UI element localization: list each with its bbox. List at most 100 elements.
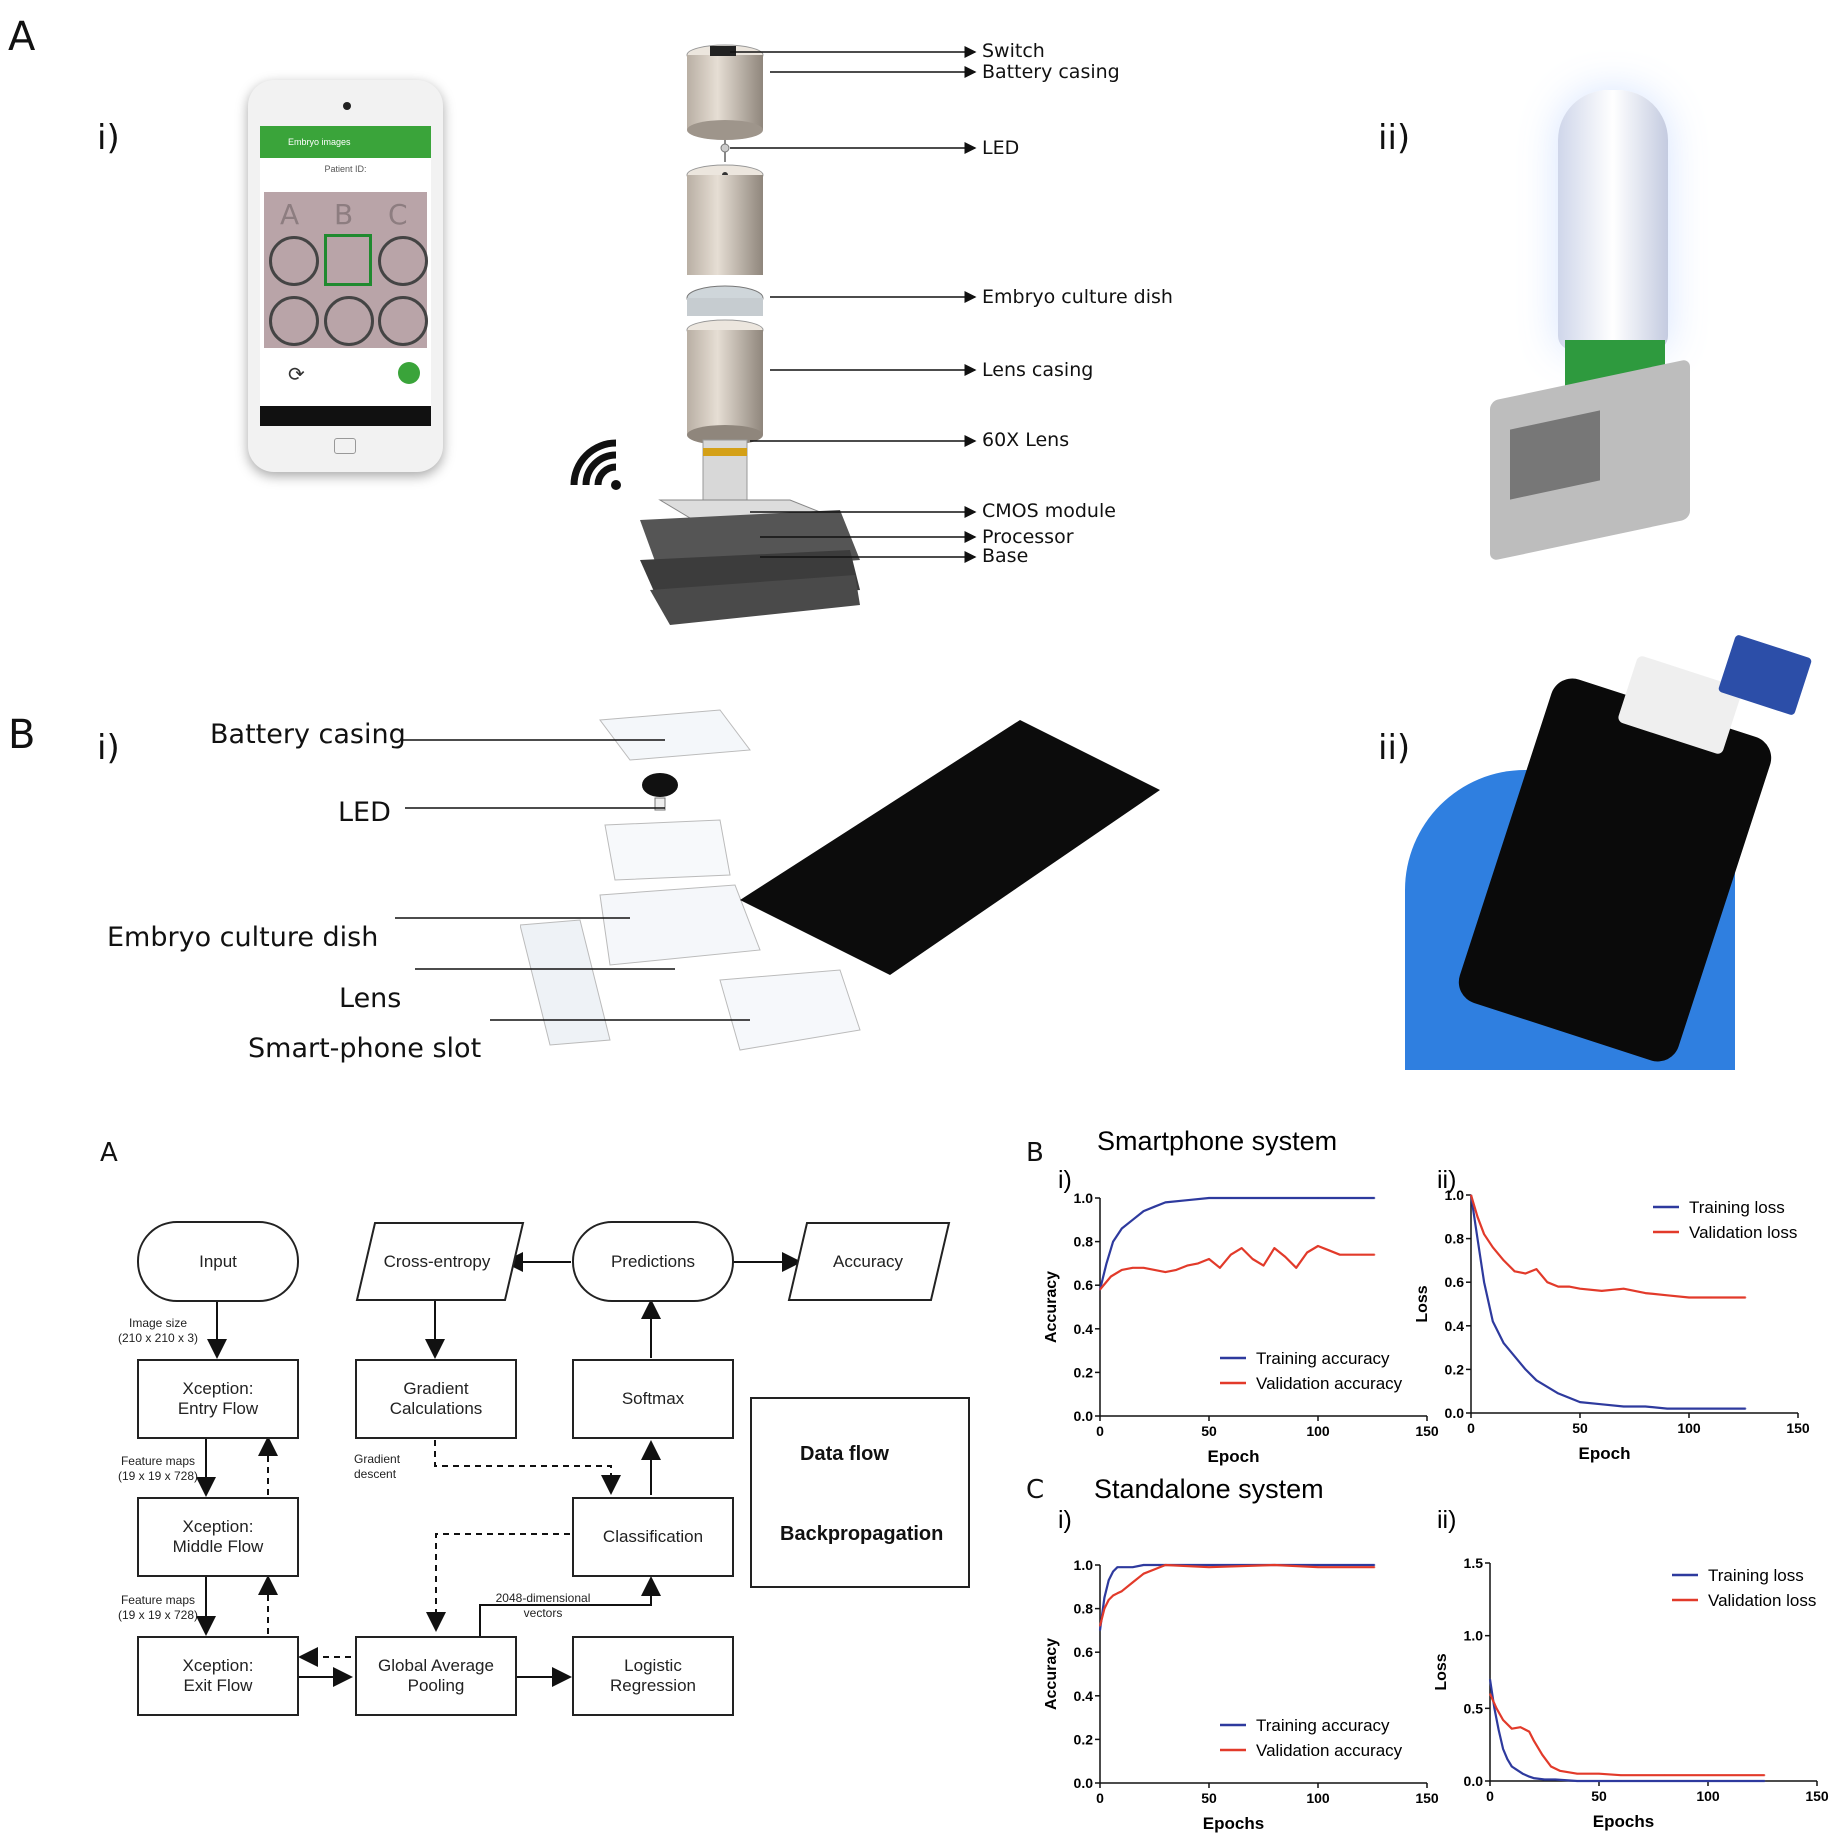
x-tick-label: 100 — [1306, 1790, 1330, 1806]
data-point — [1121, 1590, 1123, 1592]
data-point — [1251, 1258, 1254, 1260]
data-point — [1528, 1730, 1530, 1733]
data-point — [1103, 1607, 1106, 1610]
x-axis-label: Epochs — [1593, 1812, 1654, 1831]
refresh-icon[interactable]: ⟳ — [288, 362, 305, 386]
data-point — [1492, 1320, 1494, 1323]
embryo-well-selected[interactable] — [324, 234, 372, 286]
series-line-training-accuracy — [1098, 1196, 1375, 1290]
series-line-training-accuracy — [1098, 1563, 1375, 1631]
data-point — [1707, 1774, 1709, 1776]
data-point — [1554, 1778, 1557, 1781]
y-axis-label: Loss — [1433, 1653, 1450, 1690]
data-point — [1557, 1392, 1559, 1395]
data-point — [1112, 1240, 1114, 1243]
series-line-training-loss — [1488, 1679, 1765, 1783]
x-axis-label: Epoch — [1579, 1444, 1631, 1463]
x-tick-label: 150 — [1415, 1790, 1439, 1806]
well-label-c: C — [388, 198, 408, 231]
node-classification: Classification — [572, 1497, 734, 1577]
data-point — [1763, 1774, 1766, 1776]
fig2-panel-b-letter: B — [1026, 1138, 1044, 1168]
edge-label-2048-vectors: 2048-dimensional vectors — [495, 1591, 591, 1620]
data-point — [1121, 1566, 1123, 1568]
legend-label: Validation accuracy — [1256, 1374, 1403, 1393]
y-tick-label: 0.0 — [1074, 1775, 1094, 1791]
node-logistic-regression: Logistic Regression — [572, 1636, 734, 1716]
legend-label: Validation loss — [1708, 1591, 1816, 1610]
chart-sub-label: i) — [1058, 1506, 1072, 1534]
data-point — [1495, 1707, 1498, 1710]
chart-title: Smartphone system — [1097, 1126, 1337, 1156]
data-point — [1489, 1678, 1491, 1681]
embryo-well — [269, 236, 319, 286]
legend-label: Training loss — [1708, 1566, 1804, 1585]
data-point — [1579, 1287, 1581, 1290]
data-point — [1230, 1197, 1232, 1199]
data-point — [1121, 1269, 1123, 1271]
data-point — [1513, 1355, 1516, 1358]
legend-label: Training accuracy — [1256, 1716, 1390, 1735]
label-lens-casing: Lens casing — [982, 359, 1094, 381]
data-point — [1492, 1246, 1494, 1249]
data-point — [1317, 1197, 1319, 1199]
data-point — [1666, 1294, 1668, 1297]
data-point — [1306, 1251, 1308, 1254]
phone-camera — [343, 102, 351, 110]
data-point — [1598, 1772, 1600, 1775]
data-point — [1360, 1253, 1363, 1256]
data-point — [1543, 1778, 1546, 1781]
data-point — [1273, 1564, 1276, 1566]
fig1-a-sub-ii: ii) — [1378, 118, 1411, 158]
smartphone-label-leaders — [395, 739, 750, 1021]
data-point — [1502, 1719, 1504, 1721]
data-point — [1099, 1288, 1101, 1291]
phone-screen: Embryo images Patient ID: A B C ⟳ — [260, 126, 431, 426]
data-point — [1349, 1253, 1352, 1256]
data-point — [1208, 1197, 1210, 1199]
data-point — [1688, 1407, 1690, 1410]
x-tick-label: 50 — [1572, 1420, 1588, 1436]
cross-entropy-shape — [355, 1222, 525, 1301]
data-point — [1105, 1262, 1108, 1265]
data-point — [1513, 1270, 1516, 1273]
legend-backpropagation: Backpropagation — [780, 1523, 944, 1545]
x-tick-label: 100 — [1677, 1420, 1701, 1436]
data-point — [1131, 1267, 1134, 1269]
data-point — [1112, 1570, 1114, 1573]
data-point — [1710, 1407, 1712, 1410]
data-point — [1116, 1566, 1119, 1568]
data-point — [1579, 1401, 1581, 1403]
wifi-icon — [570, 439, 621, 490]
node-input: Input — [137, 1221, 299, 1302]
well-label-b: B — [334, 198, 354, 231]
data-point — [1663, 1774, 1666, 1776]
data-point — [1557, 1285, 1559, 1288]
edge-label-image-size: Image size (210 x 210 x 3) — [117, 1316, 199, 1345]
data-point — [1373, 1253, 1376, 1256]
data-point — [1559, 1770, 1561, 1772]
data-point — [1373, 1564, 1376, 1566]
data-point — [1373, 1566, 1376, 1568]
data-point — [1373, 1197, 1376, 1199]
data-point — [1511, 1765, 1513, 1768]
next-button[interactable] — [398, 362, 420, 384]
y-tick-label: 0.4 — [1445, 1318, 1465, 1334]
data-point — [1483, 1281, 1485, 1283]
label-b-smartphone-slot: Smart-phone slot — [248, 1033, 482, 1064]
y-axis-label: Accuracy — [1043, 1271, 1060, 1343]
node-xception-exit: Xception: Exit Flow — [137, 1636, 299, 1716]
chart-title: Standalone system — [1094, 1474, 1324, 1504]
x-tick-label: 100 — [1696, 1788, 1720, 1804]
x-tick-label: 50 — [1591, 1788, 1607, 1804]
y-tick-label: 0.6 — [1445, 1274, 1465, 1290]
flowchart-arrows — [196, 1222, 951, 1687]
series-line-validation-accuracy — [1099, 1244, 1375, 1291]
data-point — [1164, 1201, 1167, 1204]
label-b-lens: Lens — [339, 983, 402, 1014]
y-tick-label: 1.0 — [1445, 1187, 1465, 1203]
x-axis-label: Epochs — [1203, 1814, 1264, 1833]
data-point — [1099, 1629, 1101, 1632]
data-point — [1284, 1256, 1287, 1258]
data-point — [1142, 1210, 1145, 1212]
